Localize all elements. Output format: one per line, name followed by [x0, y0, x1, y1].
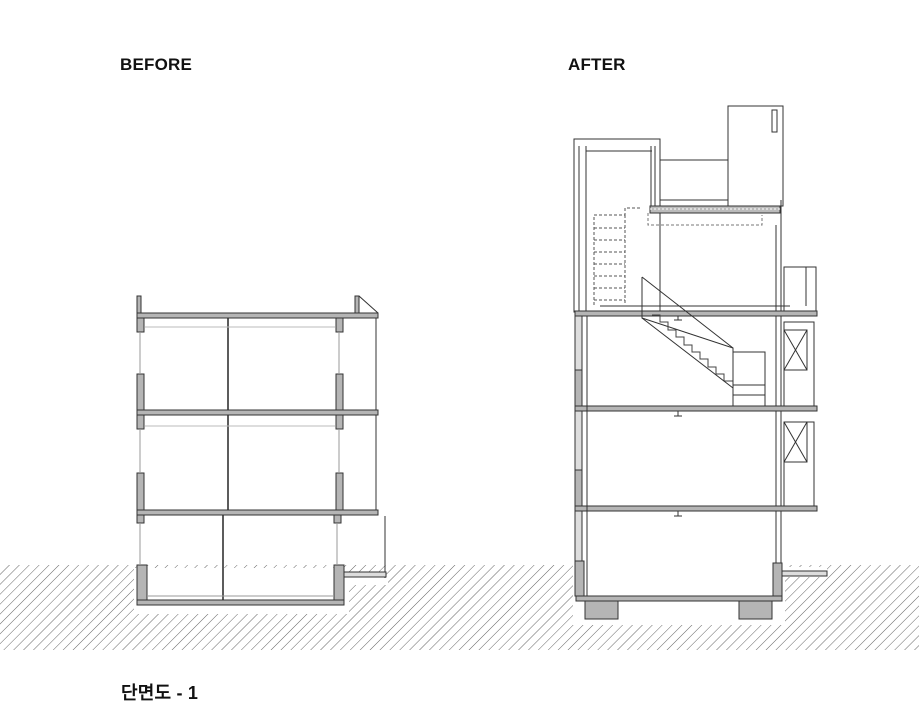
before-label: BEFORE	[120, 55, 193, 74]
after-label: AFTER	[568, 55, 626, 74]
after-section	[573, 105, 828, 625]
before-section	[134, 295, 388, 614]
drawing-caption: 단면도 - 1	[121, 683, 199, 703]
